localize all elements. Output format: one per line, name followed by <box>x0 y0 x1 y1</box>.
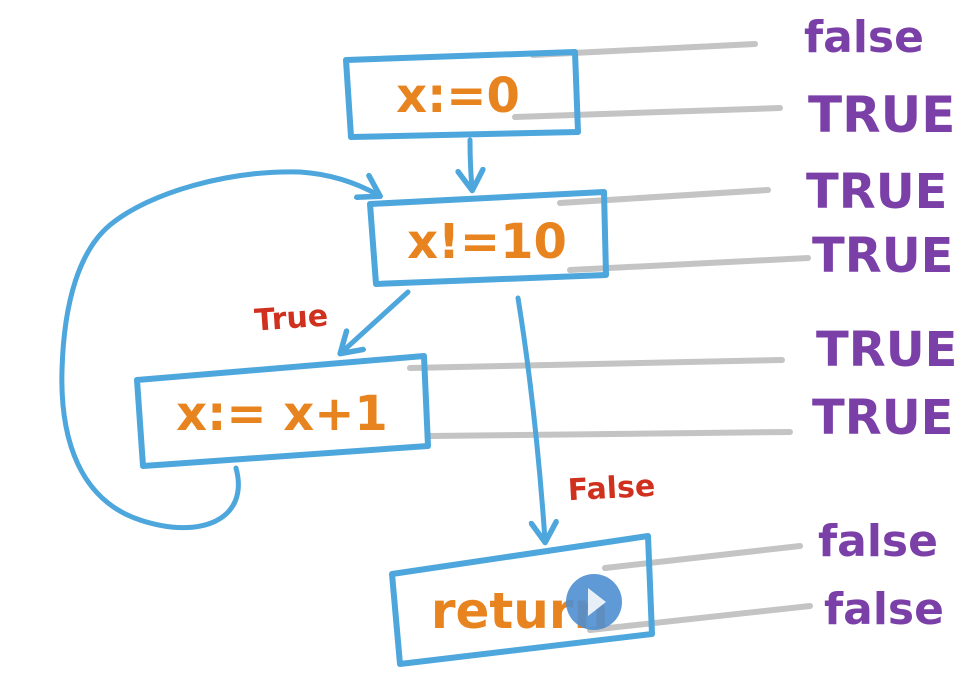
edge-loop-back <box>59 169 378 531</box>
value-6: TRUE <box>812 390 953 446</box>
node-label: x:=0 <box>396 68 520 124</box>
value-8: false <box>824 584 944 635</box>
node-label: x:= x+1 <box>176 386 388 442</box>
edge-label-false: False <box>567 469 656 509</box>
guide-line-6 <box>427 429 793 439</box>
node-box <box>389 533 655 667</box>
node-return: return <box>389 533 655 667</box>
edge-label-true: True <box>253 298 329 338</box>
node-assign-zero: x:=0 <box>343 49 581 140</box>
node-box <box>134 353 431 469</box>
value-column: false TRUE TRUE TRUE TRUE TRUE false fal… <box>804 12 957 635</box>
edge-false <box>515 295 545 540</box>
guide-line-4 <box>567 255 811 273</box>
node-box <box>367 189 609 287</box>
guide-line-5 <box>407 357 785 371</box>
value-4: TRUE <box>812 228 953 284</box>
value-2: TRUE <box>808 86 955 144</box>
value-3: TRUE <box>806 164 947 220</box>
guide-line-8 <box>587 603 813 633</box>
node-increment: x:= x+1 <box>134 353 431 469</box>
edge-true <box>342 289 411 352</box>
cursor-icon <box>566 574 622 630</box>
edge-assign-to-condition <box>470 137 472 188</box>
node-label: x!=10 <box>407 214 567 270</box>
node-condition: x!=10 <box>367 189 609 287</box>
value-7: false <box>818 516 938 567</box>
value-5: TRUE <box>816 322 957 378</box>
node-box <box>343 49 581 140</box>
guide-line-2 <box>512 105 783 120</box>
connectors <box>59 137 545 540</box>
value-1: false <box>804 12 924 63</box>
guide-line-7 <box>602 543 803 571</box>
guide-lines <box>407 41 813 633</box>
guide-line-3 <box>557 187 771 206</box>
